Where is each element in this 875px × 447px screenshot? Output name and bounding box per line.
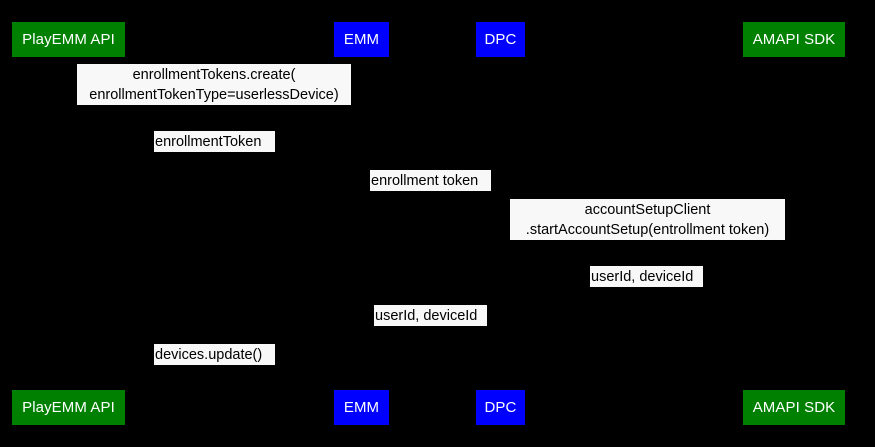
message-label-m2: enrollmentToken [154,131,275,152]
participant-emm-bottom[interactable]: EMM [334,390,389,425]
message-label-line: userId, deviceId [591,268,694,285]
lifeline-emm [361,57,362,390]
message-label-line: .startAccountSetup(entrollment token) [525,221,770,238]
lifeline-playemm-api [68,57,69,390]
message-label-m7: devices.update() [154,344,275,365]
message-arrow-m3 [361,191,500,192]
lifeline-dpc [500,57,501,390]
participant-playemm-api-top[interactable]: PlayEMM API [12,22,125,57]
message-arrow-m7 [68,365,361,366]
participant-label: AMAPI SDK [752,399,836,416]
participant-label: DPC [484,31,517,48]
message-label-line: enrollment token [371,172,479,189]
message-label-line: devices.update() [155,346,263,363]
participant-dpc-top[interactable]: DPC [476,22,525,57]
message-label-line: userId, deviceId [375,307,478,324]
message-label-m3: enrollment token [370,170,491,191]
message-label-line: enrollmentTokens.create( [132,66,296,83]
message-label-line: accountSetupClient [584,201,711,218]
message-label-m1: enrollmentTokens.create( enrollmentToken… [77,64,351,105]
participant-label: PlayEMM API [22,31,115,48]
message-label-m4: accountSetupClient .startAccountSetup(en… [510,199,785,240]
message-label-m6: userId, deviceId [374,305,487,326]
participant-dpc-bottom[interactable]: DPC [476,390,525,425]
message-arrow-m5 [500,287,794,288]
message-arrow-m4 [500,240,794,241]
message-arrow-m2 [68,152,361,153]
message-arrow-m6 [361,326,500,327]
participant-amapi-sdk-bottom[interactable]: AMAPI SDK [743,390,845,425]
participant-playemm-api-bottom[interactable]: PlayEMM API [12,390,125,425]
message-label-line: enrollmentToken [155,133,262,150]
message-label-m5: userId, deviceId [590,266,703,287]
participant-label: PlayEMM API [22,399,115,416]
participant-emm-top[interactable]: EMM [334,22,389,57]
message-label-line: enrollmentTokenType=userlessDevice) [89,86,339,103]
participant-label: AMAPI SDK [752,31,836,48]
participant-label: EMM [343,31,380,48]
lifeline-amapi-sdk [794,57,795,390]
participant-amapi-sdk-top[interactable]: AMAPI SDK [743,22,845,57]
message-arrow-m1 [68,105,361,106]
participant-label: EMM [343,399,380,416]
participant-label: DPC [484,399,517,416]
